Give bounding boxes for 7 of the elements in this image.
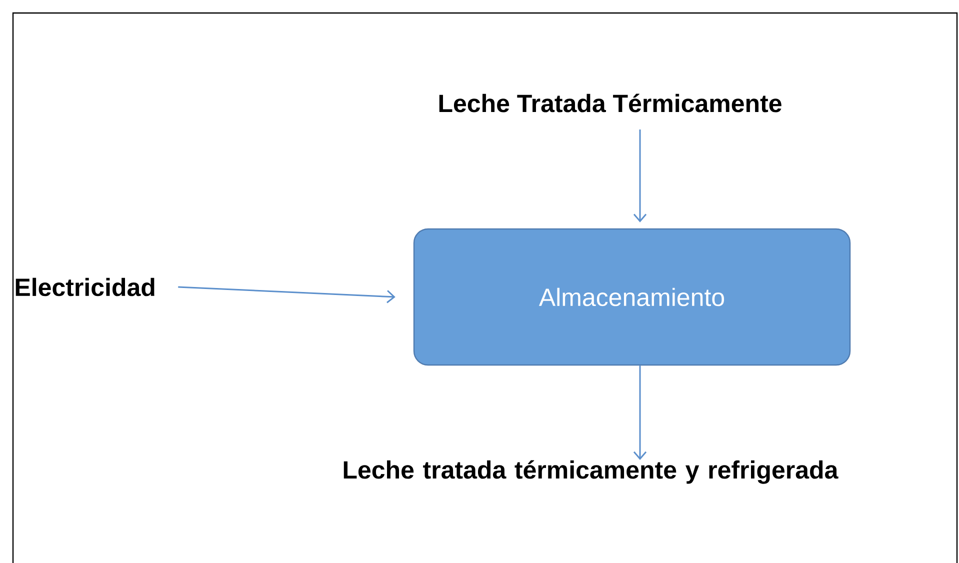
arrow — [633, 366, 647, 460]
output-label: Leche tratada térmicamente y refrigerada — [344, 460, 838, 484]
input-label: Electricidad — [16, 278, 154, 296]
arrow — [178, 286, 396, 304]
process-box: Almacenamiento — [413, 228, 851, 366]
arrow — [633, 129, 647, 222]
input-label: Leche Tratada Térmicamente — [439, 94, 782, 112]
